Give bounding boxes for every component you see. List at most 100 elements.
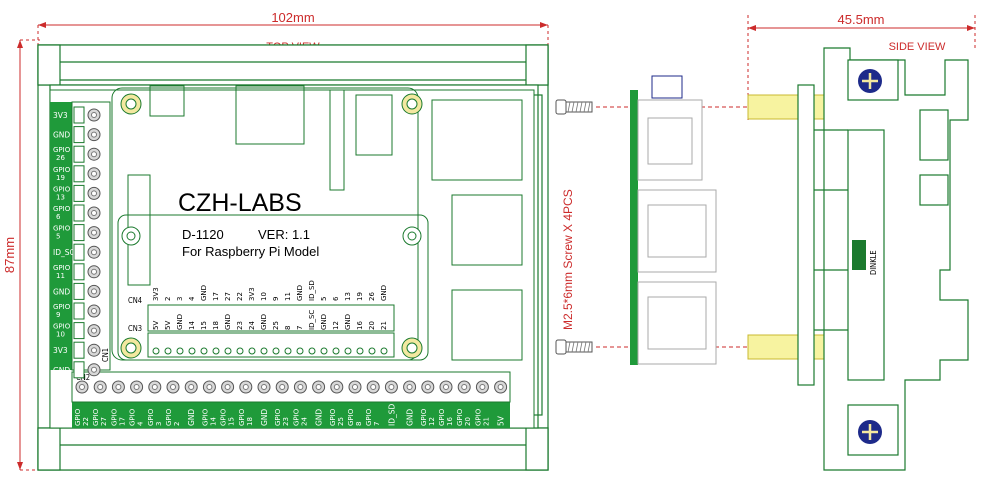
brand-label: CZH-LABS: [178, 189, 302, 217]
header-label-top: 4: [188, 296, 196, 301]
header-pin: [200, 347, 208, 355]
header-label-top: ID_SD: [308, 280, 316, 301]
bottom-terminal-label-num: 22: [82, 417, 90, 426]
header-cn3: [147, 332, 395, 358]
header-label-bottom: GND: [224, 314, 232, 330]
pi-components: [111, 85, 523, 361]
bottom-terminal-label-num: 20: [464, 417, 472, 426]
left-terminal-label: GND: [53, 287, 70, 296]
bottom-terminal-label-num: 25: [337, 417, 345, 426]
header-label-bottom: GND: [344, 314, 352, 330]
header-label-bottom: 25: [272, 321, 280, 330]
subtitle-label: For Raspberry Pi Model: [182, 244, 319, 259]
bottom-terminal-label-num: 14: [209, 417, 217, 426]
header-pin: [236, 347, 244, 355]
header-pin: [188, 347, 196, 355]
header-label-bottom: GND: [176, 314, 184, 330]
header-pin: [332, 347, 340, 355]
bottom-terminal-label: GPIO: [474, 408, 482, 426]
bottom-terminal-label-num: 15: [228, 417, 236, 426]
header-label-bottom: GND: [260, 314, 268, 330]
left-terminal-label: GPIO: [53, 205, 71, 213]
bottom-terminal-label-num: 24: [300, 417, 308, 426]
side-screw-bottom: [858, 420, 882, 444]
left-terminal-label: ID_SC: [53, 248, 75, 257]
svg-text:DINKLE: DINKLE: [869, 250, 878, 275]
left-terminal-12: 3V3: [53, 341, 101, 359]
left-terminal-label-num: 11: [56, 272, 65, 280]
header-label-top: GND: [296, 285, 304, 301]
left-terminal-label-num: 13: [56, 193, 65, 201]
bottom-terminal-label: GPIO: [347, 408, 355, 426]
left-terminal-label-num: 10: [56, 331, 65, 339]
bottom-terminal-label-num: 2: [173, 422, 181, 426]
screw-note: M2.5*6mm Screw X 4PCS: [561, 189, 575, 330]
bottom-terminal-label-num: 18: [246, 417, 254, 426]
bottom-terminal-label: GPIO: [92, 408, 100, 426]
bottom-terminal-label-num: 7: [373, 422, 381, 426]
left-terminal-label: GND: [53, 366, 70, 375]
header-label-bottom: 14: [188, 321, 196, 330]
bottom-terminal-label-num: 21: [482, 417, 490, 426]
left-terminal-label: GPIO: [53, 166, 71, 174]
bottom-terminal-label-num: 17: [118, 417, 126, 426]
bottom-terminal-label: GPIO: [220, 408, 228, 426]
left-terminal-label: GND: [53, 131, 70, 140]
header-pin: [368, 347, 376, 355]
bottom-terminal-23: 5V: [494, 380, 508, 426]
header-pin: [152, 347, 160, 355]
bottom-terminal-label: GPIO: [438, 408, 446, 426]
left-terminal-label: GPIO: [53, 264, 71, 272]
bottom-terminal-label: ID_SD: [387, 404, 396, 426]
bottom-terminal-10: GND: [257, 380, 271, 426]
left-terminal-label-num: 26: [56, 154, 65, 162]
bottom-terminal-label-num: 23: [282, 417, 290, 426]
header-pin: [380, 347, 388, 355]
header-label-bottom: 24: [248, 321, 256, 330]
bottom-terminal-label: GPIO: [201, 408, 209, 426]
cn3-label: CN3: [128, 324, 142, 333]
side-width-label: 45.5mm: [838, 12, 885, 27]
header-label-top: 5: [320, 297, 328, 301]
header-label-bottom: 16: [356, 321, 364, 330]
left-terminal-block: 3V3GNDGPIO26GPIO19GPIO13GPIO6GPIO5ID_SCG…: [53, 106, 101, 379]
left-terminal-label-num: 5: [56, 233, 60, 241]
header-label-bottom: GND: [320, 314, 328, 330]
side-view-label: SIDE VIEW: [889, 41, 946, 53]
bottom-terminal-18: GND: [403, 380, 417, 426]
left-terminal-label-num: 9: [56, 311, 60, 319]
header-pin: [356, 347, 364, 355]
bottom-terminal-label: GND: [260, 409, 269, 426]
header-pin: [308, 347, 316, 355]
bottom-terminal-label-num: 8: [355, 422, 363, 426]
left-terminal-label: 3V3: [53, 346, 68, 355]
header-pin: [284, 347, 292, 355]
header-pin: [344, 347, 352, 355]
header-pin: [224, 347, 232, 355]
spacers: [747, 94, 831, 360]
header-label-bottom: ID_SC: [308, 310, 316, 330]
din-housing-side: [797, 47, 969, 471]
header-label-top: 3V3: [152, 287, 160, 301]
cn1-label: CN1: [101, 348, 110, 362]
header-label-bottom: 18: [212, 321, 220, 330]
bottom-terminal-label-num: 4: [137, 421, 145, 426]
header-label-top: 13: [344, 292, 352, 301]
pi-side-view: [630, 75, 717, 365]
left-terminal-13: GND: [53, 361, 101, 379]
header-label-bottom: 21: [380, 321, 388, 330]
